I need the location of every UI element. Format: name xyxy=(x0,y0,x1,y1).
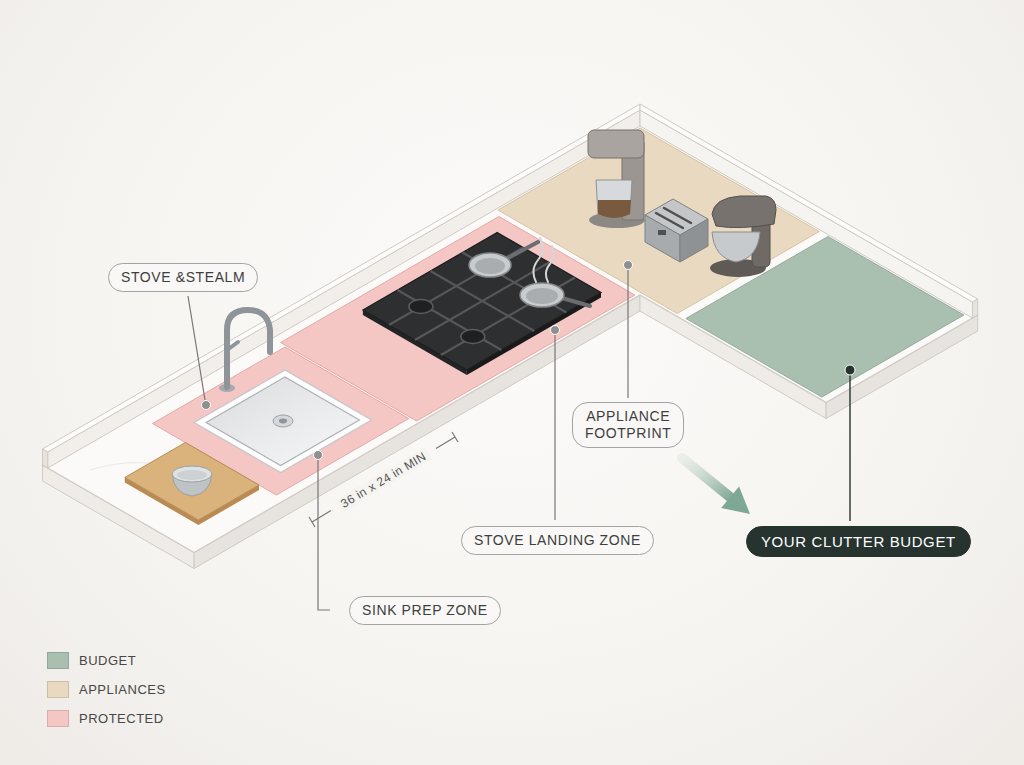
callout-text: YOUR CLUTTER BUDGET xyxy=(761,533,956,550)
mixer-bowl xyxy=(712,232,760,262)
legend-swatch xyxy=(47,710,69,727)
leader-line xyxy=(627,268,628,398)
backsplash-top xyxy=(640,104,978,302)
faucet-handle xyxy=(227,342,238,350)
cutting-board xyxy=(125,443,259,521)
backsplash-top xyxy=(43,104,641,452)
backsplash-face xyxy=(640,110,973,318)
legend-text: BUDGET xyxy=(79,653,136,668)
coffee-carafe xyxy=(596,180,632,218)
leader-dot xyxy=(624,261,633,270)
toaster-slot xyxy=(656,208,691,228)
pan-inside xyxy=(475,258,505,274)
backsplash-end xyxy=(973,299,978,318)
leader-line xyxy=(849,373,850,521)
steam xyxy=(533,238,553,282)
pan xyxy=(520,283,564,307)
pan xyxy=(469,253,511,277)
dimension-tick xyxy=(309,432,458,527)
backsplash-end xyxy=(43,449,48,468)
zone-callout: STOVE &STEALM xyxy=(108,263,258,292)
legend-row: PROTECTED xyxy=(47,704,166,733)
sink-basin xyxy=(206,377,359,466)
sink-drain-hole xyxy=(279,419,287,424)
zone-callout: SINK PREP ZONE xyxy=(349,596,501,625)
callout-text: SINK PREP ZONE xyxy=(362,602,488,619)
sink-drain xyxy=(273,415,293,427)
toaster-side xyxy=(680,219,708,262)
leader-dot xyxy=(551,326,560,335)
legend-text: PROTECTED xyxy=(79,711,164,726)
leader-line xyxy=(188,296,205,400)
leader-dot xyxy=(845,365,855,375)
leader-dot xyxy=(202,401,211,410)
pan-handle xyxy=(562,298,590,306)
cooktop xyxy=(363,233,601,371)
leader-line xyxy=(554,333,555,520)
burner xyxy=(409,300,433,314)
zone-callout: STOVE LANDING ZONE xyxy=(461,526,654,555)
legend-text: APPLIANCES xyxy=(79,682,166,697)
mixer-head xyxy=(712,196,776,228)
faucet xyxy=(227,310,270,387)
sink-rim xyxy=(194,370,372,473)
leader-line xyxy=(318,458,330,610)
backsplash-face xyxy=(48,110,640,468)
budget-zone xyxy=(686,237,964,398)
bowl-inside xyxy=(177,470,207,480)
legend: BUDGET APPLIANCES PROTECTED xyxy=(47,646,166,733)
pan-inside xyxy=(526,288,558,304)
coffee-liquid xyxy=(598,200,631,218)
legend-row: BUDGET xyxy=(47,646,166,675)
pointer-arrow xyxy=(682,458,730,497)
zone-callout: APPLIANCE FOOTPRINT xyxy=(572,402,684,448)
burner xyxy=(461,330,485,344)
pointer-arrowhead xyxy=(721,487,750,514)
callout-text: STOVE LANDING ZONE xyxy=(474,532,641,549)
legend-row: APPLIANCES xyxy=(47,675,166,704)
dimension-line xyxy=(312,437,455,522)
coffee-maker-hood xyxy=(588,130,644,158)
callout-text: APPLIANCE FOOTPRINT xyxy=(585,408,671,442)
legend-swatch xyxy=(47,652,69,669)
bowl-rim xyxy=(172,466,212,482)
budget-callout: YOUR CLUTTER BUDGET xyxy=(746,526,971,557)
callout-text: STOVE &STEALM xyxy=(121,269,245,286)
legend-swatch xyxy=(47,681,69,698)
toaster-lever xyxy=(658,230,666,235)
pan-handle xyxy=(508,242,538,258)
leader-dot xyxy=(314,451,323,460)
cooktop-grate xyxy=(389,248,575,356)
